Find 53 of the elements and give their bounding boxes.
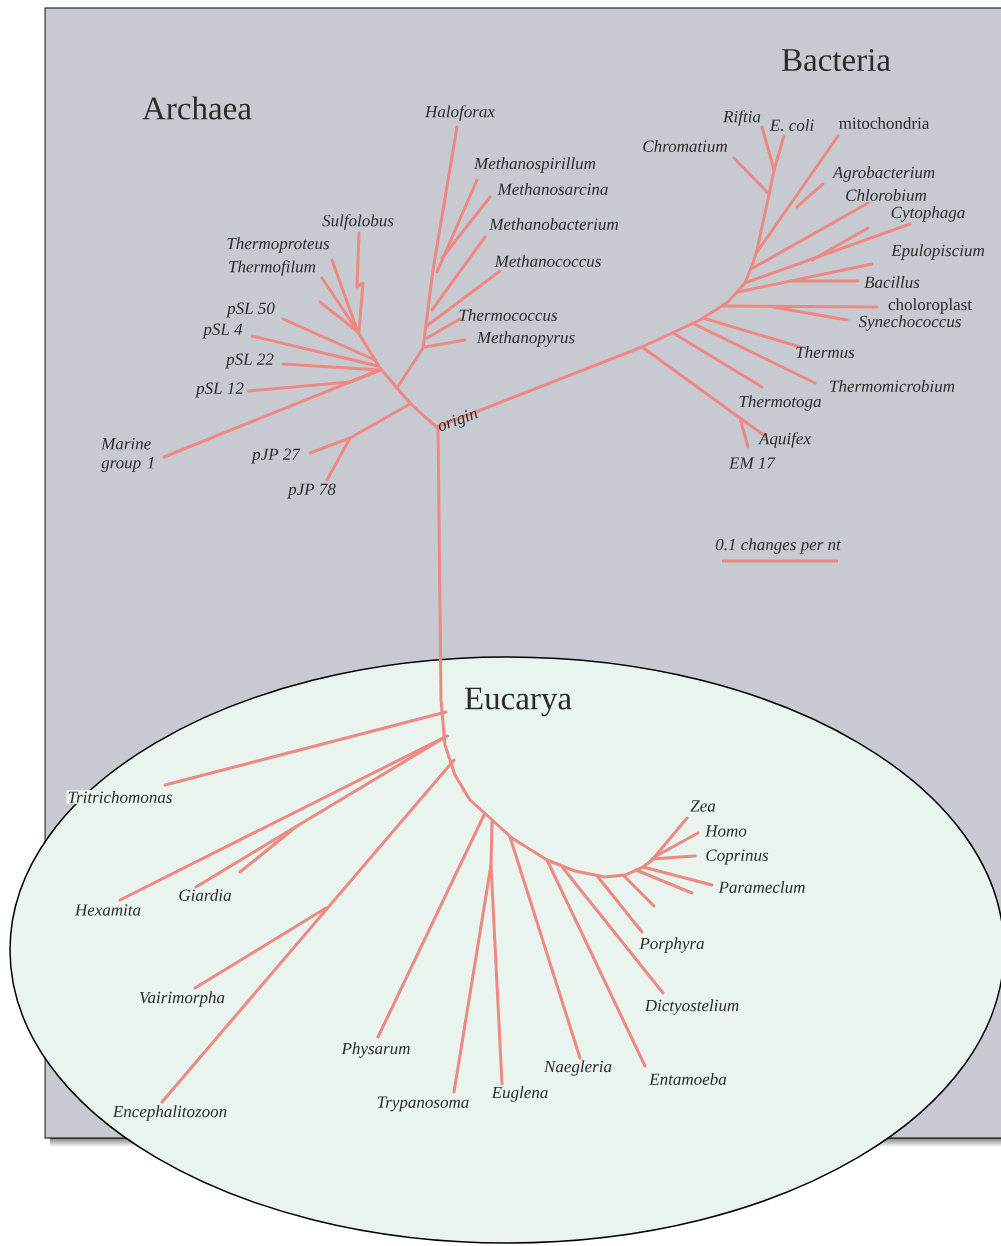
- taxon-label: Homo: [705, 825, 747, 837]
- taxon-label: Zea: [690, 800, 716, 812]
- taxon-label: Thermotoga: [739, 395, 821, 411]
- taxon-label: Methanospirillum: [473, 157, 596, 173]
- taxon-label: Methanosarcina: [497, 183, 608, 195]
- taxon-label: Physarum: [341, 1042, 410, 1058]
- taxon-label: Marine group 1: [101, 438, 154, 472]
- taxon-label: Epulopiscium: [891, 244, 985, 260]
- taxon-label: Thermomicrobium: [830, 380, 955, 392]
- taxon-label: Hexamita: [74, 904, 141, 916]
- taxon-label: Dictyostelium: [644, 999, 739, 1015]
- taxon-label: choloroplast: [888, 298, 972, 314]
- taxon-label: pSL 12: [195, 382, 244, 398]
- taxon-label: pSL 4: [202, 323, 243, 339]
- taxon-label: mitochondria: [839, 117, 930, 129]
- taxon-label: Thermoproteus: [227, 237, 330, 253]
- taxon-label: Chlorobium: [846, 189, 927, 201]
- taxon-label: Agrobacterium: [831, 166, 935, 182]
- taxon-label: Encephalitozoon: [111, 1104, 229, 1122]
- taxon-label: Thermus: [796, 346, 855, 358]
- root-label: origin: [438, 410, 479, 431]
- taxon-label: Euglena: [491, 1086, 548, 1102]
- taxon-label: E. coli: [769, 119, 814, 131]
- taxon-label: Entamoeba: [649, 1073, 727, 1085]
- domain-title: Bacteria: [782, 48, 891, 72]
- taxon-label: Naegleria: [543, 1060, 612, 1076]
- taxon-label: Methanobacterium: [489, 218, 618, 230]
- taxon-label: Giardia: [179, 889, 231, 901]
- taxon-label: Thermococcus: [459, 309, 558, 321]
- taxon-label: Coprinus: [706, 849, 769, 865]
- taxon-label: Riftia: [723, 110, 761, 126]
- taxon-label: Chromatium: [643, 140, 727, 152]
- taxon-label: EM 17: [728, 457, 776, 469]
- taxon-label: Thermofilum: [229, 260, 316, 276]
- taxon-label: Parameclum: [718, 881, 805, 893]
- taxon-label: Haloforax: [424, 105, 495, 121]
- domain-title: Archaea: [142, 96, 252, 120]
- taxon-label: pSL 22: [225, 353, 274, 369]
- taxon-label: Bacillus: [864, 276, 920, 288]
- taxon-label: Sulfolobus: [322, 214, 394, 230]
- taxon-label: Tritrichomonas: [66, 790, 174, 804]
- taxon-label: pJP 78: [287, 483, 336, 499]
- taxon-label: Vairimorpha: [139, 991, 225, 1007]
- taxon-label: Aquifex: [758, 432, 811, 448]
- taxon-label: Trypanosoma: [377, 1096, 469, 1112]
- taxon-label: Synechococcus: [858, 315, 961, 331]
- taxon-label: Cytophaga: [891, 206, 965, 222]
- taxon-label: pJP 27: [251, 448, 301, 464]
- taxon-label: Methanopyrus: [476, 331, 575, 347]
- taxon-label: 0.1 changes per nt: [715, 538, 842, 554]
- taxon-label: Porphyra: [639, 937, 704, 953]
- taxon-label: pSL 50: [226, 302, 275, 318]
- taxon-label: Methanococcus: [494, 255, 601, 267]
